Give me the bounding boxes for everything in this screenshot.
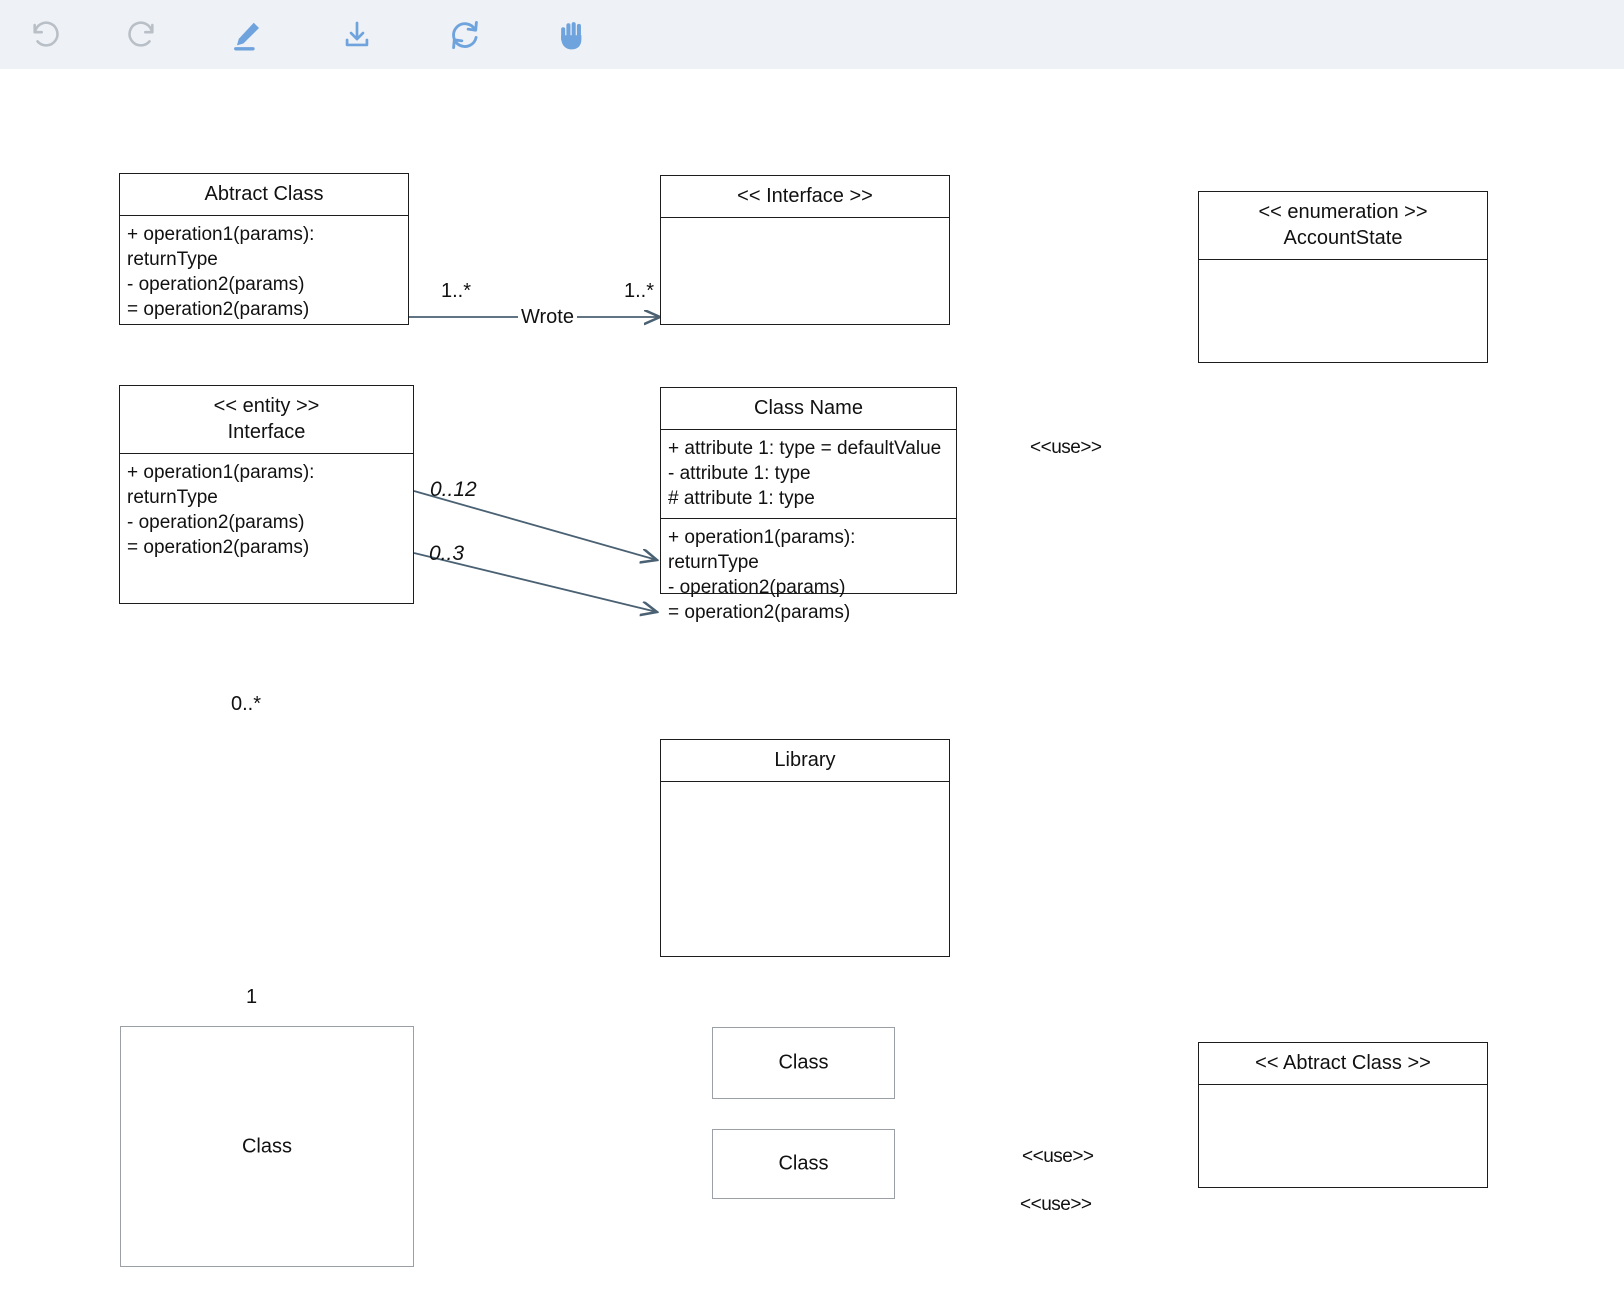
multiplicity-label-0-star: 0..* [231,693,262,715]
multiplicity-label-source: 1..* [441,280,472,302]
attribute-row: + attribute 1: type = defaultValue [668,438,942,459]
operation-row: - operation2(params) [127,512,305,533]
diagram-canvas[interactable]: Interface :: "Wrote" association --> Cla… [0,69,1624,1316]
node-abtract-class-stereo[interactable]: << Abtract Class >> [1198,1042,1488,1188]
operation-row: + operation1(params): returnType [668,527,856,573]
node-body-empty [661,218,949,379]
download-icon [340,18,374,52]
operation-row: = operation2(params) [668,602,851,623]
refresh-icon [447,17,483,53]
node-class-name[interactable]: Class Name + attribute 1: type = default… [660,387,957,623]
node-name: Interface [227,421,306,443]
node-library[interactable]: Library [660,739,950,957]
operation-row: - operation2(params) [668,577,846,598]
redo-button[interactable] [113,7,169,63]
node-title: Class Name [661,388,956,430]
node-stereotype: << enumeration >> [1258,201,1428,223]
node-class-mid-upper[interactable]: Class [712,1027,895,1099]
operation-row: + operation1(params): returnType [127,224,315,270]
node-title: Abtract Class [120,174,408,216]
undo-icon [29,18,63,52]
edge-entity-to-classname-b [413,552,657,612]
multiplicity-label-1: 1 [246,986,258,1008]
node-operations: + operation1(params): returnType - opera… [120,216,408,329]
undo-button[interactable] [18,7,74,63]
operation-row: - operation2(params) [127,274,305,295]
multiplicity-label-target: 1..* [624,280,655,302]
pencil-button[interactable] [219,7,275,63]
association-label-wrote: Wrote [518,306,577,329]
node-enumeration-accountstate[interactable]: << enumeration >> AccountState [1198,191,1488,363]
node-body-empty [1199,260,1487,443]
node-title: << entity >> Interface [120,386,413,454]
pencil-icon [229,17,265,53]
multiplicity-label-0-12: 0..12 [430,478,477,501]
node-entity-interface[interactable]: << entity >> Interface + operation1(para… [119,385,414,604]
node-class-mid-lower[interactable]: Class [712,1129,895,1199]
node-title: << Interface >> [661,176,949,218]
dependency-label-use-enum: <<use>> [1030,437,1102,458]
operation-row: = operation2(params) [127,537,310,558]
node-class-bottom-left[interactable]: Class [120,1026,414,1267]
node-title: Class [778,1051,829,1074]
node-title: Class [241,1135,292,1157]
node-title: << Abtract Class >> [1199,1043,1487,1085]
hand-icon [555,17,591,53]
attribute-row: - attribute 1: type [668,463,811,484]
node-interface-top[interactable]: << Interface >> [660,175,950,325]
node-stereotype: << entity >> [213,395,320,417]
node-title: << enumeration >> AccountState [1199,192,1487,260]
dependency-label-use-upper: <<use>> [1022,1146,1094,1167]
edge-entity-to-classname-a [413,490,657,560]
dependency-label-use-lower: <<use>> [1020,1194,1092,1215]
node-operations: + operation1(params): returnType - opera… [120,454,413,567]
node-operations: + operation1(params): returnType - opera… [661,519,956,632]
node-abtract-class[interactable]: Abtract Class + operation1(params): retu… [119,173,409,325]
attribute-row: # attribute 1: type [668,488,815,509]
download-button[interactable] [329,7,385,63]
redo-icon [124,18,158,52]
node-name: AccountState [1283,227,1403,249]
operation-row: + operation1(params): returnType [127,462,315,508]
toolbar [0,0,1624,70]
refresh-button[interactable] [437,7,493,63]
pan-button[interactable] [545,7,601,63]
node-body-empty [661,782,949,1011]
node-attributes: + attribute 1: type = defaultValue - att… [661,430,956,519]
multiplicity-label-0-3: 0..3 [429,542,465,565]
operation-row: = operation2(params) [127,299,310,320]
node-title: Library [661,740,949,782]
node-title: Class [778,1152,829,1175]
node-body-empty [1199,1085,1487,1242]
